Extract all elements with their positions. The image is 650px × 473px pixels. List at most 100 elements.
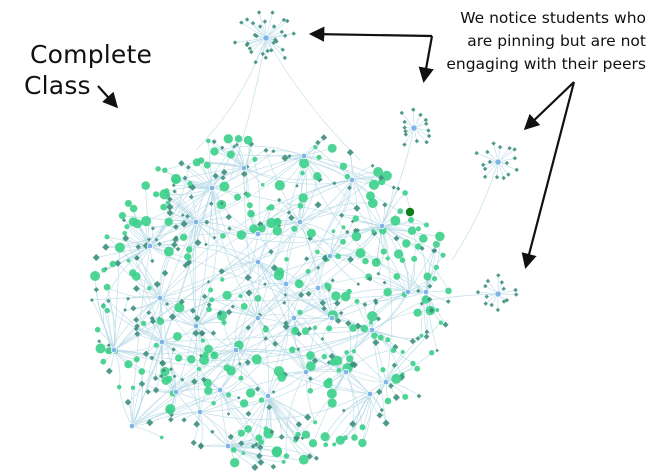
- edge: [351, 179, 374, 232]
- student-node: [223, 364, 231, 372]
- pin-node: [280, 47, 285, 52]
- student-node: [306, 228, 316, 238]
- edge: [247, 233, 259, 278]
- pin-node: [204, 242, 208, 247]
- edge: [293, 317, 333, 319]
- student-node: [126, 258, 131, 263]
- student-node: [301, 327, 310, 335]
- student-node: [440, 252, 446, 258]
- edge: [117, 263, 161, 299]
- pin-node: [282, 55, 288, 61]
- edge: [161, 329, 373, 353]
- student-node: [424, 222, 429, 228]
- student-node: [301, 430, 311, 439]
- pin-node: [89, 298, 94, 302]
- edge: [235, 349, 347, 373]
- edge: [267, 395, 316, 423]
- student-node: [234, 193, 241, 201]
- pin-node: [321, 255, 329, 262]
- pin-node: [157, 241, 162, 247]
- edge: [137, 221, 197, 228]
- student-node: [226, 392, 232, 398]
- student-node: [272, 226, 282, 236]
- student-node: [254, 295, 262, 302]
- student-node: [438, 320, 444, 325]
- pin-node: [134, 255, 139, 261]
- pin-node: [382, 419, 390, 427]
- edge: [285, 221, 301, 285]
- pin-node: [185, 260, 192, 267]
- student-node: [320, 432, 330, 442]
- pin-node: [227, 226, 232, 231]
- student-node: [351, 231, 362, 242]
- student-node: [284, 257, 289, 262]
- edge: [267, 283, 290, 397]
- student-node: [246, 202, 253, 209]
- arrow-to-top-cluster: [308, 26, 433, 42]
- pin-node: [304, 413, 312, 421]
- edge: [122, 215, 197, 223]
- pin-node: [442, 321, 449, 328]
- edge: [345, 349, 394, 373]
- student-node: [104, 234, 110, 240]
- hub-node: [192, 218, 200, 226]
- arrow-to-main-cluster: [97, 85, 119, 109]
- edge: [118, 387, 133, 427]
- pin-node: [312, 357, 319, 364]
- edge: [113, 298, 129, 351]
- pin-node: [166, 209, 174, 217]
- pin-node: [338, 310, 344, 316]
- highlighted-student-node: [405, 207, 415, 217]
- edge: [211, 167, 245, 189]
- edge: [230, 395, 269, 438]
- pin-node: [165, 302, 170, 307]
- edge: [286, 317, 333, 328]
- pin-node: [198, 329, 206, 337]
- edge: [195, 155, 305, 223]
- student-node: [371, 332, 378, 339]
- student-node: [209, 297, 215, 303]
- pin-node: [106, 298, 111, 304]
- edge: [407, 244, 437, 293]
- edge: [184, 167, 245, 179]
- pin-node: [102, 243, 110, 251]
- pin-node: [105, 367, 113, 375]
- pin-node: [402, 119, 407, 125]
- student-node: [128, 217, 138, 227]
- pin-node: [424, 140, 429, 145]
- student-node: [390, 215, 401, 226]
- pin-node: [122, 234, 130, 242]
- edge: [305, 371, 316, 423]
- pin-node: [373, 298, 379, 304]
- student-node: [122, 230, 127, 236]
- student-node: [324, 282, 329, 287]
- student-node: [129, 269, 137, 277]
- pin-node: [287, 154, 292, 159]
- pin-node: [245, 289, 253, 297]
- edge: [161, 341, 269, 397]
- student-node: [397, 208, 404, 215]
- pin-node: [180, 220, 188, 228]
- edge: [235, 349, 371, 395]
- student-node: [298, 193, 308, 203]
- pin-node: [316, 265, 321, 270]
- student-node: [174, 302, 185, 313]
- student-node: [354, 298, 360, 304]
- student-node: [339, 162, 348, 170]
- student-node: [316, 154, 322, 160]
- student-node: [297, 309, 303, 315]
- edge: [385, 322, 442, 383]
- edge: [199, 329, 373, 413]
- pin-node: [345, 229, 350, 235]
- edge: [148, 187, 213, 240]
- student-node: [179, 233, 188, 241]
- edge: [265, 12, 273, 39]
- pin-node: [114, 259, 122, 267]
- pin-node: [260, 51, 265, 57]
- student-node: [124, 199, 132, 207]
- pin-node: [173, 224, 179, 230]
- pin-node: [362, 302, 368, 307]
- edge: [106, 287, 115, 351]
- pin-node: [182, 175, 188, 181]
- pin-node: [232, 40, 238, 45]
